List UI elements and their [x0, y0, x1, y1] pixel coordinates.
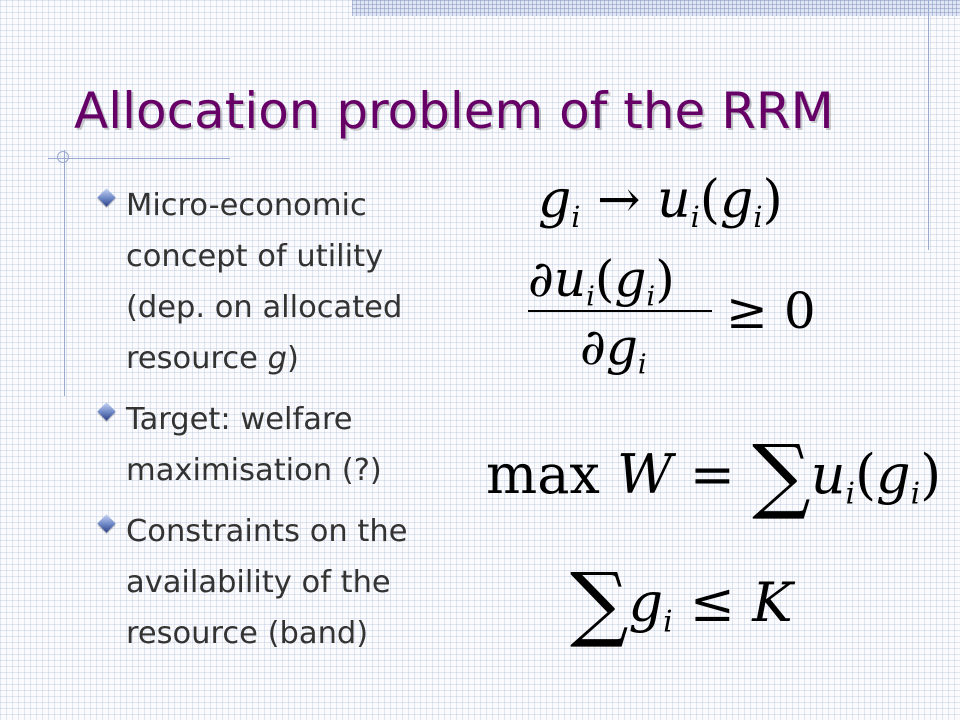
math-paren: ( [699, 170, 721, 230]
sum-icon: ∑ [752, 428, 811, 523]
equation-constraint: ∑gi ≤ K [570, 556, 793, 651]
diamond-bullet-icon [97, 514, 116, 533]
math-paren: ) [655, 250, 675, 308]
math-symbol: W [617, 443, 673, 506]
math-symbol: g [614, 250, 647, 308]
equation-welfare: max W = ∑ui(gi) [486, 428, 941, 523]
bullet-utility: Micro-economic concept of utility (dep. … [97, 180, 498, 384]
math-symbol: K [752, 571, 793, 634]
math-subscript: i [910, 476, 921, 512]
math-subscript: i [646, 280, 656, 313]
diamond-bullet-icon [97, 188, 116, 207]
math-symbol: g [538, 170, 572, 230]
math-equals: = [689, 443, 735, 506]
decorative-vertical-line-left [64, 150, 65, 396]
decorative-circle [57, 151, 69, 163]
math-symbol: g [628, 571, 664, 634]
diamond-bullet-icon [97, 402, 116, 421]
bullet-line: Target: welfare [126, 402, 353, 437]
decorative-grid-strip [352, 0, 960, 16]
bullet-text: resource [126, 341, 268, 376]
math-paren: ( [594, 250, 615, 308]
math-partial: ∂ [580, 318, 606, 376]
bullet-line: concept of utility [126, 239, 384, 274]
math-subscript: i [690, 200, 700, 234]
bullet-list: Micro-economic concept of utility (dep. … [97, 180, 498, 669]
math-symbol: u [553, 250, 587, 308]
bullet-line: (dep. on allocated [126, 290, 403, 325]
equation-utility-mapping: gi → ui(gi) [538, 170, 783, 234]
math-geq: ≥ [726, 282, 768, 340]
bullet-line: resource (band) [126, 616, 369, 651]
bullet-line: Micro-economic [126, 188, 367, 223]
italic-variable: g [267, 341, 287, 376]
inequality-rhs: ≥ 0 [726, 282, 816, 340]
math-subscript: i [845, 476, 855, 512]
math-symbol: g [720, 170, 754, 230]
math-paren: ) [762, 170, 783, 230]
math-subscript: i [637, 348, 647, 381]
fraction-numerator: ∂ui(gi) [528, 250, 675, 313]
fraction-bar [528, 310, 712, 312]
bullet-text: ) [287, 341, 299, 376]
bullet-line: availability of the [126, 565, 391, 600]
math-subscript: i [586, 280, 595, 313]
math-symbol: u [810, 443, 846, 506]
math-partial: ∂ [528, 250, 554, 308]
decorative-vertical-line-right [928, 0, 929, 250]
bullet-constraints: Constraints on the availability of the r… [97, 506, 498, 659]
math-subscript: i [663, 604, 673, 640]
math-symbol: u [657, 170, 691, 230]
math-leq: ≤ [689, 571, 736, 634]
sum-icon: ∑ [570, 556, 629, 651]
bullet-line: Constraints on the [126, 514, 408, 549]
bullet-line: maximisation (?) [126, 453, 382, 488]
math-arrow: → [596, 170, 641, 230]
bullet-line: resource g) [126, 333, 498, 384]
math-subscript: i [571, 200, 581, 234]
fraction-denominator: ∂gi [580, 318, 647, 381]
math-number: 0 [783, 282, 816, 340]
math-symbol: g [605, 318, 638, 376]
math-subscript: i [753, 200, 763, 234]
slide-title: Allocation problem of the RRM [74, 82, 834, 140]
decorative-horizontal-line [48, 158, 230, 159]
math-paren: ) [920, 443, 942, 506]
bullet-target: Target: welfare maximisation (?) [97, 394, 498, 496]
math-paren: ( [854, 443, 877, 506]
math-operator: max [486, 443, 600, 506]
math-symbol: g [876, 443, 911, 506]
